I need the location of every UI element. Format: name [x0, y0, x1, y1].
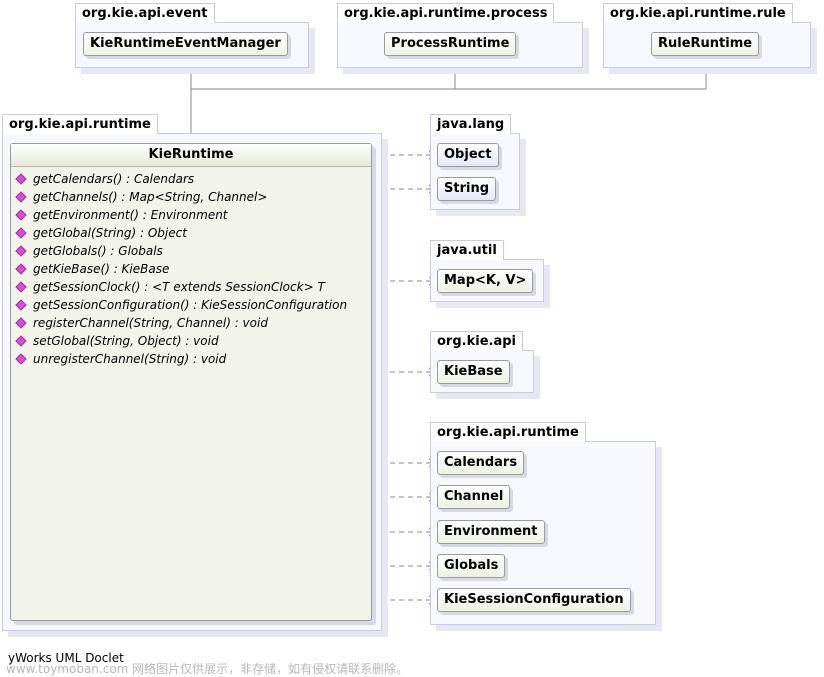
- method-item[interactable]: registerChannel(String, Channel) : void: [11, 314, 371, 332]
- method-signature: setGlobal(String, Object) : void: [33, 334, 219, 348]
- package-java-util: java.util Map<K, V>: [430, 240, 550, 308]
- method-icon: [15, 191, 27, 203]
- package-label: org.kie.api.runtime.rule: [603, 3, 793, 23]
- class-channel[interactable]: Channel: [437, 485, 511, 509]
- method-icon: [15, 263, 27, 275]
- package-label: org.kie.api.runtime: [430, 422, 586, 442]
- method-item[interactable]: getGlobal(String) : Object: [11, 224, 371, 242]
- class-title: KieRuntime: [11, 144, 371, 167]
- method-icon: [15, 317, 27, 329]
- package-label: java.util: [430, 240, 504, 260]
- class-environment[interactable]: Environment: [437, 520, 545, 544]
- class-string[interactable]: String: [437, 177, 497, 201]
- package-label: org.kie.api.event: [75, 3, 215, 23]
- method-signature: getGlobals() : Globals: [33, 244, 163, 258]
- method-item[interactable]: setGlobal(String, Object) : void: [11, 332, 371, 350]
- package-label: org.kie.api.runtime: [2, 114, 158, 134]
- watermark-text: www.toymoban.com 网络图片仅供展示，非存储，如有侵权请联系删除。: [6, 662, 409, 676]
- package-label: org.kie.api: [430, 331, 523, 351]
- method-icon: [15, 173, 27, 185]
- class-kie-session-configuration[interactable]: KieSessionConfiguration: [437, 588, 631, 612]
- package-label: org.kie.api.runtime.process: [337, 3, 555, 23]
- class-rule-runtime[interactable]: RuleRuntime: [651, 32, 760, 56]
- footer-credit: yWorks UML Doclet: [8, 651, 124, 665]
- class-globals[interactable]: Globals: [437, 554, 506, 578]
- method-icon: [15, 335, 27, 347]
- package-label: java.lang: [430, 114, 512, 134]
- method-signature: getSessionClock() : <T extends SessionCl…: [33, 280, 325, 294]
- method-list: getCalendars() : Calendars getChannels()…: [11, 167, 371, 368]
- package-org-kie-api-runtime-rule: org.kie.api.runtime.rule RuleRuntime: [603, 3, 817, 74]
- method-signature: getGlobal(String) : Object: [33, 226, 187, 240]
- method-icon: [15, 281, 27, 293]
- class-process-runtime[interactable]: ProcessRuntime: [384, 32, 517, 56]
- method-signature: getSessionConfiguration() : KieSessionCo…: [33, 298, 348, 312]
- method-item[interactable]: getSessionConfiguration() : KieSessionCo…: [11, 296, 371, 314]
- class-map[interactable]: Map<K, V>: [437, 269, 534, 293]
- package-org-kie-api-event: org.kie.api.event KieRuntimeEventManager: [75, 3, 315, 74]
- method-signature: getEnvironment() : Environment: [33, 208, 228, 222]
- method-signature: unregisterChannel(String) : void: [33, 352, 227, 366]
- method-signature: registerChannel(String, Channel) : void: [33, 316, 268, 330]
- class-kie-runtime[interactable]: KieRuntime getCalendars() : Calendars ge…: [10, 143, 372, 621]
- package-org-kie-api-runtime-process: org.kie.api.runtime.process ProcessRunti…: [337, 3, 589, 74]
- method-icon: [15, 227, 27, 239]
- method-item[interactable]: getChannels() : Map<String, Channel>: [11, 188, 371, 206]
- method-icon: [15, 209, 27, 221]
- method-signature: getChannels() : Map<String, Channel>: [33, 190, 268, 204]
- package-org-kie-api: org.kie.api KieBase: [430, 331, 540, 399]
- class-kie-runtime-event-manager[interactable]: KieRuntimeEventManager: [83, 32, 288, 56]
- method-item[interactable]: getCalendars() : Calendars: [11, 170, 371, 188]
- package-java-lang: java.lang Object String: [430, 114, 526, 216]
- method-icon: [15, 353, 27, 365]
- method-icon: [15, 245, 27, 257]
- method-item[interactable]: getSessionClock() : <T extends SessionCl…: [11, 278, 371, 296]
- method-item[interactable]: getKieBase() : KieBase: [11, 260, 371, 278]
- class-object[interactable]: Object: [437, 143, 499, 167]
- method-item[interactable]: getGlobals() : Globals: [11, 242, 371, 260]
- method-item[interactable]: getEnvironment() : Environment: [11, 206, 371, 224]
- package-org-kie-api-runtime-deps: org.kie.api.runtime Calendars Channel En…: [430, 422, 662, 631]
- method-item[interactable]: unregisterChannel(String) : void: [11, 350, 371, 368]
- class-calendars[interactable]: Calendars: [437, 451, 525, 475]
- class-kie-base[interactable]: KieBase: [437, 360, 510, 384]
- method-signature: getCalendars() : Calendars: [33, 172, 195, 186]
- method-signature: getKieBase() : KieBase: [33, 262, 170, 276]
- method-icon: [15, 299, 27, 311]
